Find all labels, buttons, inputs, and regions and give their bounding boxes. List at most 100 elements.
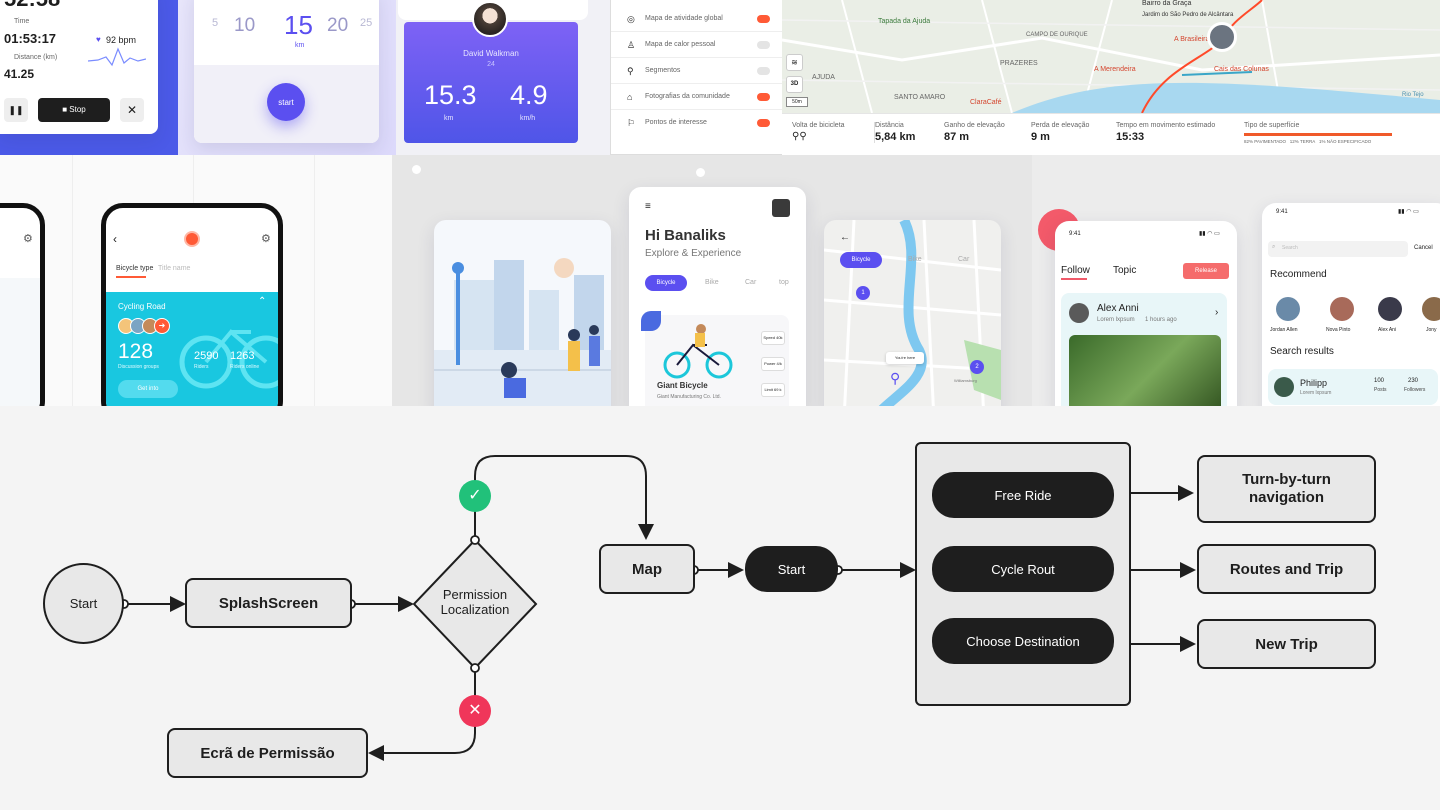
tick-10[interactable]: 10 bbox=[234, 15, 256, 36]
flow-choose-destination: Choose Destination bbox=[932, 618, 1114, 664]
post-name: Alex Anni bbox=[1097, 303, 1139, 314]
tab-underline bbox=[116, 276, 146, 278]
flow-start-pill: Start bbox=[745, 546, 838, 592]
settings-row-3[interactable]: ⌂ Fotografias da comunidade bbox=[611, 84, 782, 110]
settings-toggle-3[interactable] bbox=[757, 93, 770, 101]
tab-bicycle-type[interactable]: Bicycle type bbox=[116, 265, 154, 272]
pin-1[interactable]: 1 bbox=[856, 286, 870, 300]
stop-button[interactable]: ■ Stop bbox=[38, 98, 110, 122]
post-sub: Lorem lxpsum bbox=[1097, 317, 1135, 323]
time-label: Time bbox=[14, 18, 30, 25]
flow-cycle-rout: Cycle Rout bbox=[932, 546, 1114, 592]
stat-label-2: Ganho de elevação bbox=[944, 122, 1005, 129]
collapse-icon[interactable]: ⌃ bbox=[258, 296, 267, 307]
back-icon[interactable]: ‹ bbox=[113, 232, 117, 246]
rider-distance-unit: km bbox=[444, 115, 454, 122]
3d-button[interactable]: 3D bbox=[786, 76, 803, 93]
panel-grid-line-1 bbox=[72, 155, 73, 406]
post-card[interactable]: Alex Anni Lorem lxpsum 1 hours ago › 130… bbox=[1061, 293, 1227, 406]
pin-icon: ⚲ bbox=[627, 66, 634, 76]
search-input[interactable]: ⌕ Search bbox=[1268, 241, 1408, 257]
rider-speed: 4.9 bbox=[510, 80, 548, 110]
settings-row-0[interactable]: ◎ Mapa de atividade global bbox=[611, 6, 782, 32]
chip-car[interactable]: Car bbox=[745, 279, 757, 286]
settings-row-2[interactable]: ⚲ Segmentos bbox=[611, 58, 782, 84]
post-chevron-icon[interactable]: › bbox=[1215, 307, 1219, 318]
person-avatar-0[interactable] bbox=[1276, 297, 1300, 321]
globe-icon: ◎ bbox=[627, 14, 635, 24]
settings-toggle-4[interactable] bbox=[757, 119, 770, 127]
pause-button[interactable]: ❚❚ bbox=[4, 98, 28, 122]
result-sub: Lorem lxpsum bbox=[1300, 390, 1332, 396]
start-button-label: start bbox=[278, 97, 294, 107]
settings-row-4[interactable]: ⚐ Pontos de interesse bbox=[611, 110, 782, 136]
get-into-button[interactable]: Get into bbox=[118, 380, 178, 398]
start-button[interactable]: start bbox=[267, 83, 305, 121]
settings-toggle-1[interactable] bbox=[757, 41, 770, 49]
user-avatar[interactable] bbox=[772, 199, 790, 217]
posts-label: Posts bbox=[1374, 387, 1387, 393]
explore-subtitle: Explore & Experience bbox=[645, 248, 742, 259]
tick-20[interactable]: 20 bbox=[327, 15, 349, 36]
settings-gear-icon[interactable]: ⚙ bbox=[23, 233, 33, 245]
pin-2[interactable]: 2 bbox=[970, 360, 984, 374]
post-photo[interactable] bbox=[1069, 335, 1221, 406]
tick-5[interactable]: 5 bbox=[212, 17, 219, 29]
picker-card: 5 10 15 20 25 km start bbox=[194, 0, 379, 143]
map-settings-panel: ◎ Mapa de atividade global ♙ Mapa de cal… bbox=[610, 0, 782, 155]
museum-icon: ⌂ bbox=[627, 92, 633, 102]
map-chip-bike[interactable]: Bike bbox=[908, 256, 922, 263]
count-2-label: Riders bbox=[194, 364, 209, 370]
river-label: Rio Tejo bbox=[1402, 92, 1424, 98]
settings-icon[interactable]: ⚙ bbox=[261, 233, 271, 245]
picker-top bbox=[194, 0, 379, 65]
flowchart: Start SplashScreen Permission Localizati… bbox=[0, 406, 1440, 810]
flow-turn-by-turn: Turn-by-turn navigation bbox=[1197, 455, 1376, 523]
layers-button[interactable]: ≋ bbox=[786, 54, 803, 71]
chip-bike[interactable]: Bike bbox=[705, 279, 719, 286]
bike-card[interactable]: Giant Bicycle Giant Manufacturing Co. Lt… bbox=[641, 311, 789, 406]
tab-follow[interactable]: Follow bbox=[1061, 265, 1090, 276]
tab-topic[interactable]: Topic bbox=[1113, 265, 1137, 276]
person-avatar-1[interactable] bbox=[1330, 297, 1354, 321]
tick-15[interactable]: 15 bbox=[284, 10, 313, 40]
release-button[interactable]: Release bbox=[1183, 263, 1229, 279]
chip-bicycle[interactable]: Bicycle bbox=[645, 275, 687, 291]
settings-row-1[interactable]: ♙ Mapa de calor pessoal bbox=[611, 32, 782, 58]
place-tapada: Tapada da Ajuda bbox=[878, 18, 931, 25]
chip-top[interactable]: top bbox=[779, 279, 789, 286]
map-chip-car[interactable]: Car bbox=[958, 256, 970, 263]
result-name: Philipp bbox=[1300, 378, 1328, 388]
count-3-label: Riders online bbox=[230, 364, 260, 370]
bike-maker: Giant Manufacturing Co. Ltd. bbox=[657, 394, 721, 400]
person-avatar-3[interactable] bbox=[1422, 297, 1440, 321]
recommend-heading: Recommend bbox=[1270, 269, 1327, 280]
city-map-card[interactable]: ← Bicycle Bike Car 1 2 You're here ⚲ Wil… bbox=[824, 220, 1001, 406]
person-name-1: Nova Pinto bbox=[1326, 327, 1351, 333]
result-avatar bbox=[1274, 377, 1294, 397]
post-avatar[interactable] bbox=[1069, 303, 1089, 323]
follow-phone: 9:41 ▮▮ ◠ ▭ Follow Topic Release Alex An… bbox=[1055, 221, 1237, 406]
settings-label-2: Segmentos bbox=[645, 67, 681, 74]
city-map-streets bbox=[824, 220, 1001, 406]
result-row[interactable]: Philipp Lorem lxpsum 100 Posts 230 Follo… bbox=[1268, 369, 1438, 405]
spec-2: Limit 69 k bbox=[761, 383, 785, 397]
tick-25[interactable]: 25 bbox=[360, 17, 373, 29]
distance-label: Distance (km) bbox=[14, 54, 58, 61]
close-button[interactable]: ✕ bbox=[120, 98, 144, 122]
map-chip-bicycle[interactable]: Bicycle bbox=[840, 252, 882, 268]
route-map[interactable]: Tapada da Ajuda Bairro da Graça Jardim d… bbox=[782, 0, 1440, 113]
settings-toggle-2[interactable] bbox=[757, 67, 770, 75]
stat-label-0: Volta de bicicleta bbox=[792, 122, 845, 129]
menu-icon[interactable]: ≡ bbox=[645, 201, 651, 212]
tab-title-name[interactable]: Title name bbox=[158, 265, 191, 272]
map-back-icon[interactable]: ← bbox=[840, 232, 850, 243]
cancel-link[interactable]: Cancel bbox=[1414, 245, 1433, 251]
settings-toggle-0[interactable] bbox=[757, 15, 770, 23]
person-avatar-2[interactable] bbox=[1378, 297, 1402, 321]
stop-label: Stop bbox=[69, 105, 86, 114]
person-name-0: Jordan Allen bbox=[1270, 327, 1298, 333]
more-members-icon[interactable]: ➜ bbox=[154, 318, 170, 334]
settings-label-3: Fotografias da comunidade bbox=[645, 93, 730, 100]
cyan-phone-panel: ⚙ ‹ ⚙ Bicycle type Title name Cycling Ro… bbox=[0, 155, 392, 406]
